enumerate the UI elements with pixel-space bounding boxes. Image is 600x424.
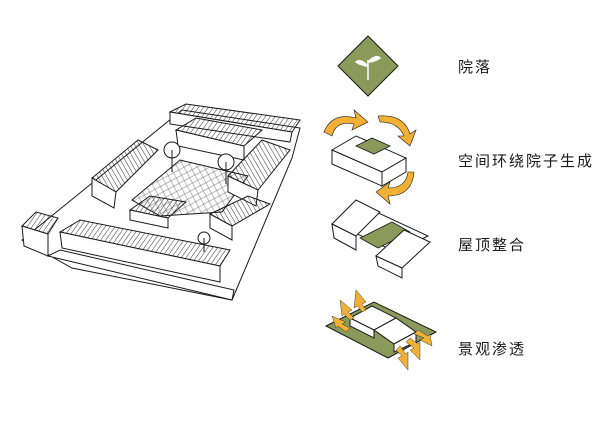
- arrow-top-right: [377, 115, 417, 147]
- west-wing-wall: [91, 177, 117, 209]
- south-boundary-wall: [46, 249, 235, 301]
- courtyard-tree-1: [163, 141, 181, 172]
- arrow-bottom-right: [375, 171, 415, 205]
- label-courtyard: 院落: [458, 58, 493, 76]
- roof-integration-icon: [331, 199, 431, 279]
- arrow-out-1: [405, 337, 421, 361]
- landscape-penetration-icon: [324, 289, 438, 371]
- south-wall: [59, 231, 221, 283]
- arrow-out-2: [395, 345, 409, 371]
- gate-hall-wall: [129, 209, 169, 229]
- space-surround-arrows-icon: [323, 109, 417, 205]
- courtyard-tree-3: [197, 231, 211, 252]
- label-landscape-penetration: 景观渗透: [458, 340, 527, 358]
- arrow-top-left: [323, 109, 369, 137]
- arrow-in-2: [353, 289, 367, 313]
- arrow-out-3: [413, 329, 433, 347]
- label-roof-integration: 屋顶整合: [458, 236, 527, 254]
- arrow-in-1: [339, 299, 355, 321]
- siheyuan-illustration: [21, 103, 301, 301]
- arrow-in-3: [331, 315, 351, 333]
- courtyard-plant-icon: [337, 35, 399, 97]
- front-east-wall: [209, 213, 233, 241]
- courtyard-tree-2: [217, 153, 235, 184]
- label-space-surround: 空间环绕院子生成: [458, 152, 595, 170]
